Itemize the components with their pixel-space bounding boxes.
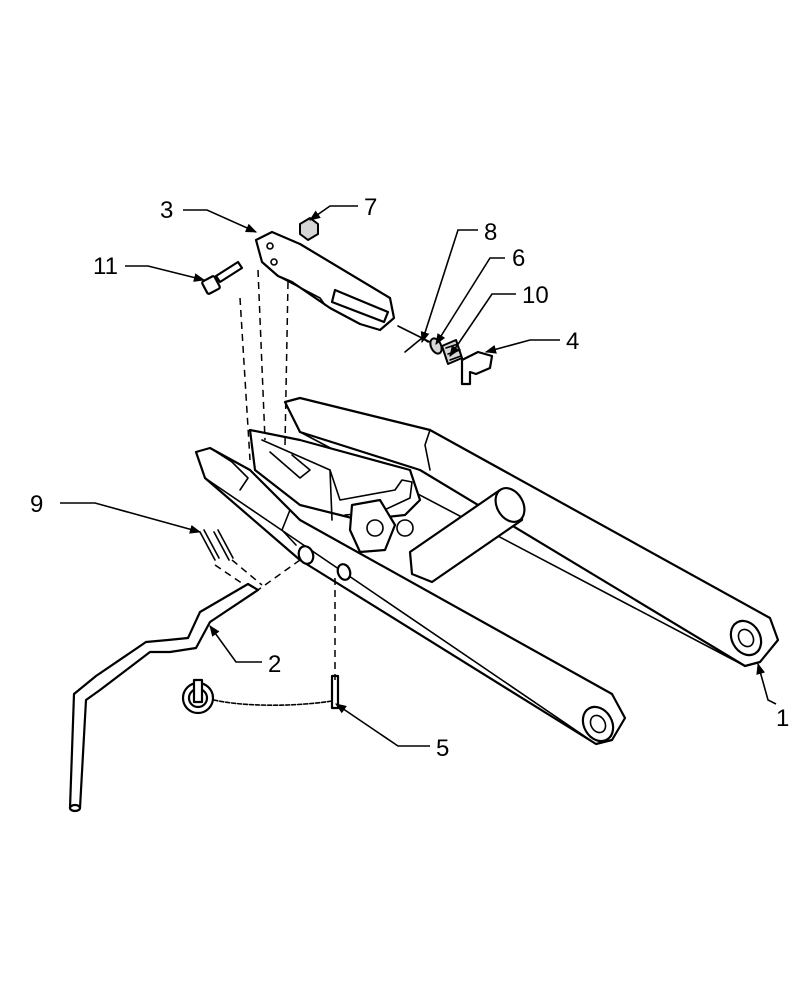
- callout-9: 9: [30, 491, 43, 518]
- callout-1: 1: [776, 705, 789, 732]
- cotter-pins: [199, 529, 234, 561]
- lynch-pin-chain: [181, 674, 340, 715]
- assembly-lines: [214, 269, 336, 680]
- main-frame: [194, 396, 780, 746]
- small-hardware: [397, 325, 494, 386]
- callout-10: 10: [522, 282, 549, 309]
- lever-handle: [68, 582, 260, 813]
- callout-3: 3: [160, 197, 173, 224]
- callout-5: 5: [436, 735, 449, 762]
- callout-labels: 1 2 3 4 5 6 7 8 9 10 11: [30, 194, 789, 762]
- nut: [299, 217, 319, 241]
- callout-11: 11: [93, 253, 118, 280]
- callout-7: 7: [364, 194, 377, 221]
- callout-4: 4: [566, 328, 579, 355]
- callout-2: 2: [268, 651, 281, 678]
- bolt: [201, 260, 244, 295]
- latch-bracket: [254, 230, 396, 332]
- callout-6: 6: [512, 245, 525, 272]
- callout-leaders: [60, 205, 777, 747]
- callout-8: 8: [484, 219, 497, 246]
